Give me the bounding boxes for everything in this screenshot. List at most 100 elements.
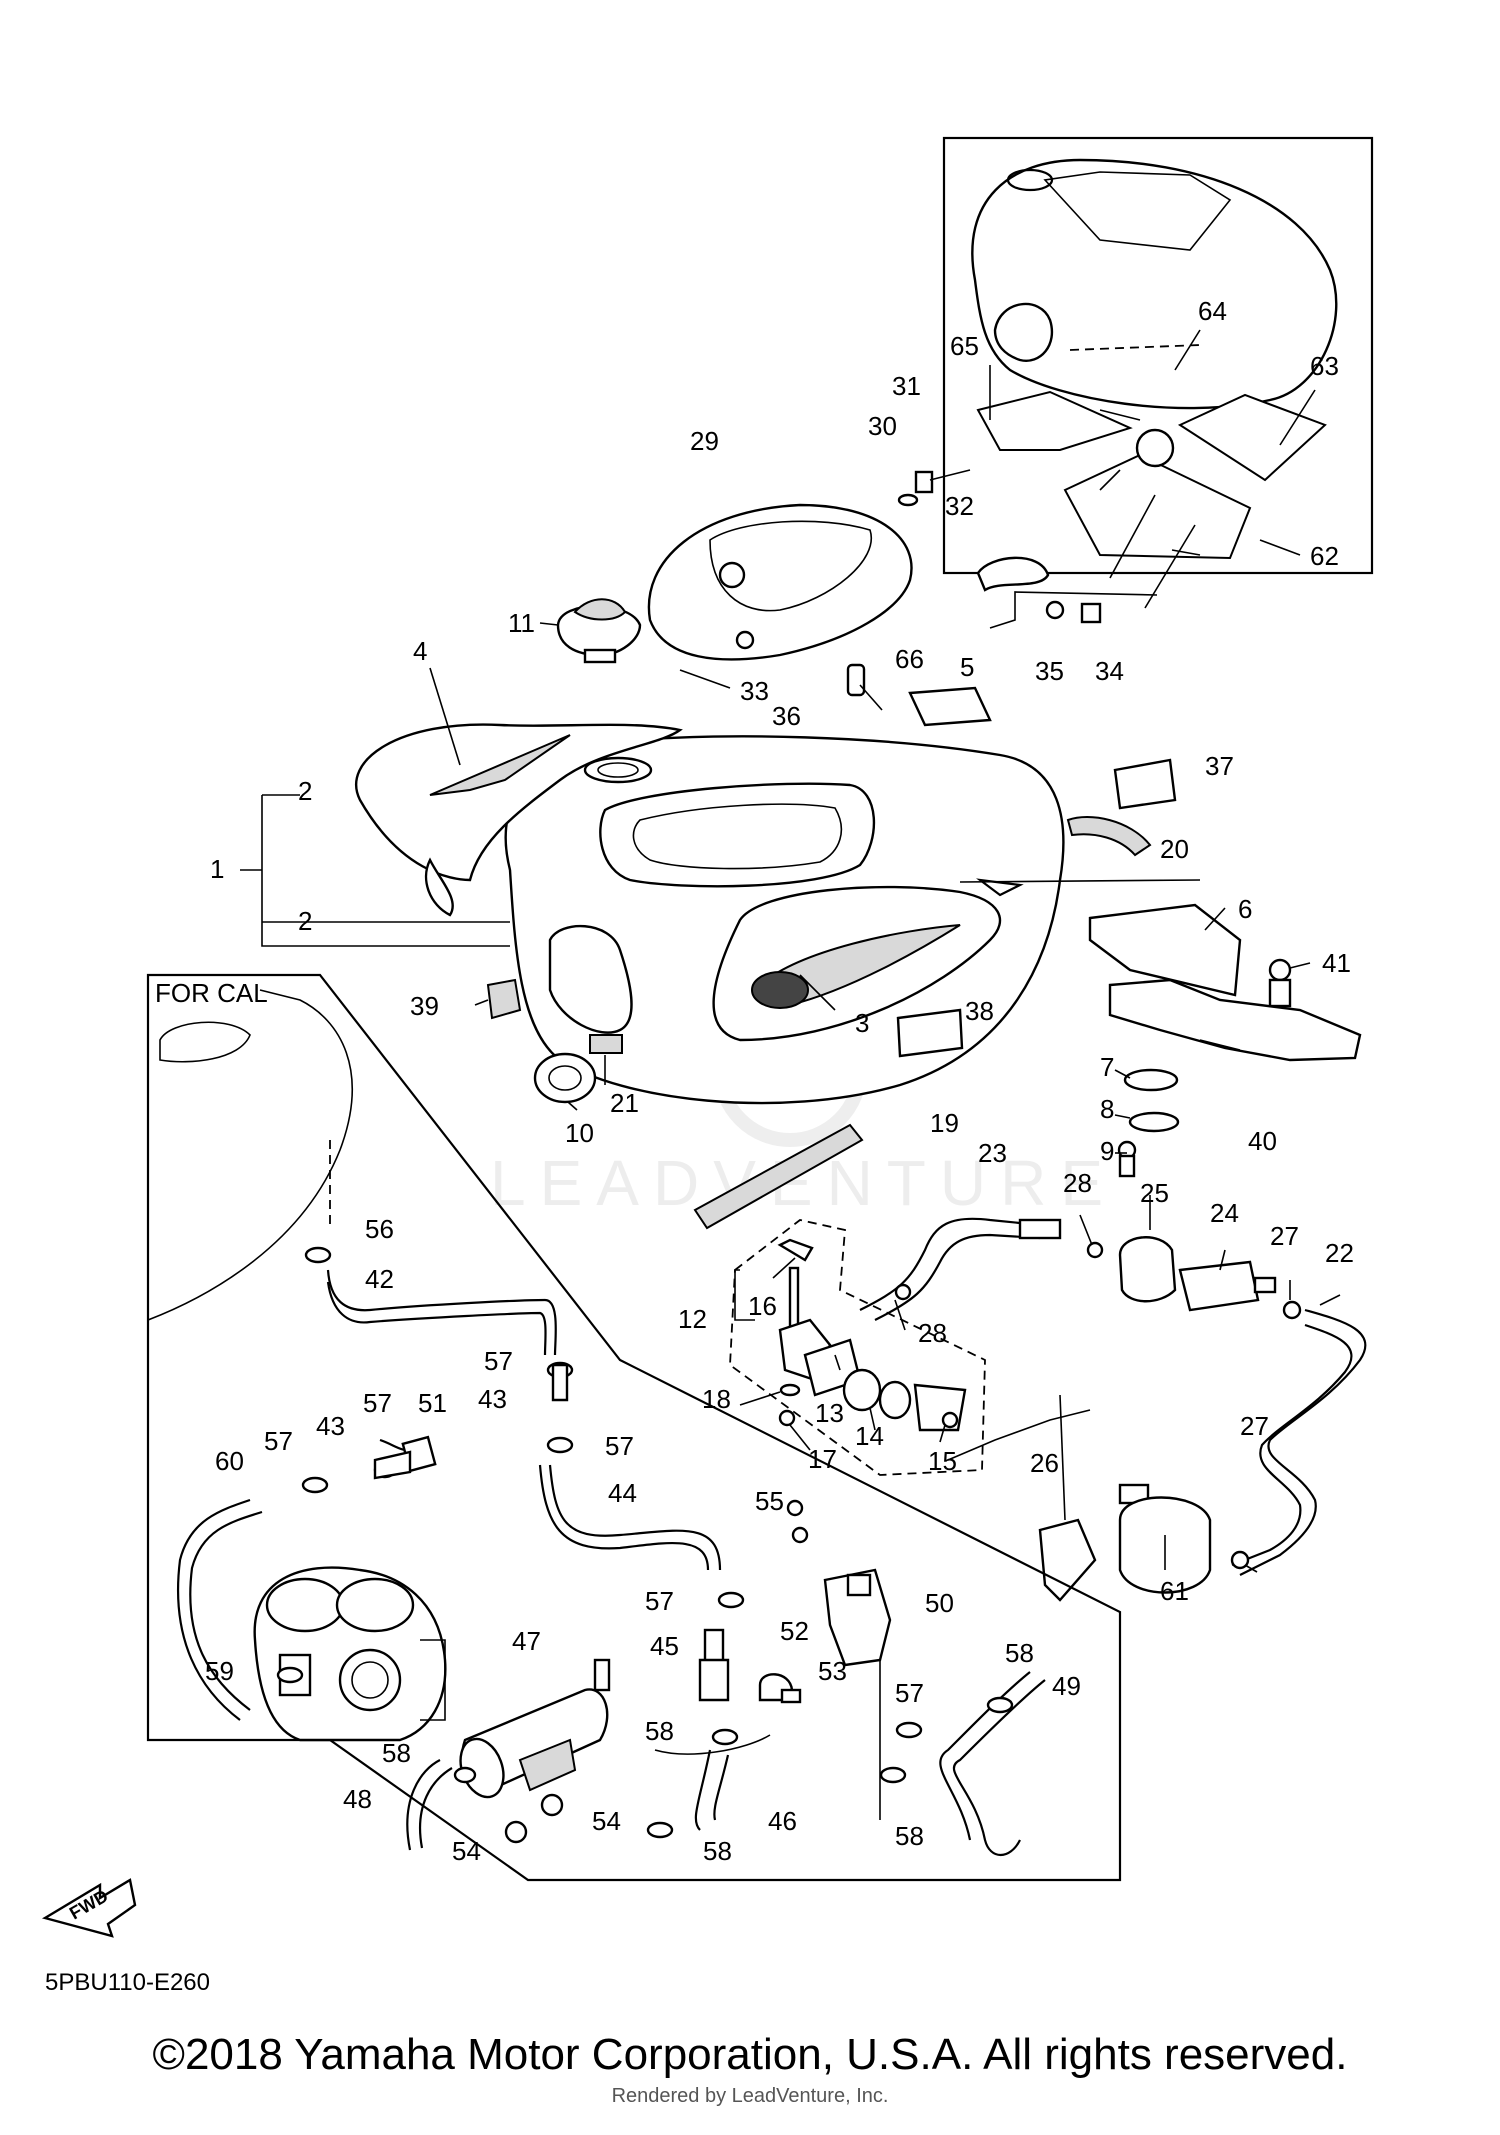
sealing-strip (693, 1123, 864, 1230)
callout-c6: 6 (1238, 894, 1252, 924)
callout-c21: 21 (610, 1088, 639, 1118)
callout-c53: 53 (818, 1656, 847, 1686)
callout-c66: 66 (895, 644, 924, 674)
callout-c7: 7 (1100, 1052, 1114, 1082)
callout-c10: 10 (565, 1118, 594, 1148)
callout-c9: 9 (1100, 1136, 1114, 1166)
callout-c57e: 57 (645, 1586, 674, 1616)
callout-c32: 32 (945, 491, 974, 521)
callout-c34: 34 (1095, 656, 1124, 686)
leader-lines (240, 329, 1341, 1573)
callout-c51: 51 (418, 1388, 447, 1418)
callout-c15: 15 (928, 1446, 957, 1476)
callout-c3: 3 (855, 1008, 869, 1038)
callout-c48: 48 (343, 1784, 372, 1814)
callout-c2b: 2 (298, 906, 312, 936)
callout-c22: 22 (1325, 1238, 1354, 1268)
callout-c43a: 43 (478, 1384, 507, 1414)
callout-c2a: 2 (298, 776, 312, 806)
callout-c52: 52 (780, 1616, 809, 1646)
callout-c39: 39 (410, 991, 439, 1021)
fuel-lines-right (859, 1217, 1367, 1602)
callout-c5: 5 (960, 652, 974, 682)
callout-c18: 18 (702, 1384, 731, 1414)
mounting-hardware (486, 978, 1180, 1178)
callout-c56: 56 (365, 1214, 394, 1244)
callout-c8: 8 (1100, 1094, 1114, 1124)
callout-c30: 30 (868, 411, 897, 441)
callout-c38: 38 (965, 996, 994, 1026)
callout-c65: 65 (950, 331, 979, 361)
callout-c36: 36 (772, 701, 801, 731)
tank-cover (647, 503, 913, 661)
for-cal-label: FOR CAL (155, 978, 268, 1008)
callout-c49: 49 (1052, 1671, 1081, 1701)
callout-c12: 12 (678, 1304, 707, 1334)
callout-c33: 33 (740, 676, 769, 706)
for-cal-region (146, 973, 1122, 1882)
callout-c54b: 54 (592, 1806, 621, 1836)
callout-c27a: 27 (1270, 1221, 1299, 1251)
copyright-notice: ©2018 Yamaha Motor Corporation, U.S.A. A… (152, 2030, 1348, 2079)
callout-c20: 20 (1160, 834, 1189, 864)
callout-c57a: 57 (484, 1346, 513, 1376)
callout-c42: 42 (365, 1264, 394, 1294)
callout-c50: 50 (925, 1588, 954, 1618)
callout-c58b: 58 (645, 1716, 674, 1746)
carburetor (253, 1566, 447, 1742)
side-decal-panel (354, 723, 683, 917)
callout-c57c: 57 (605, 1431, 634, 1461)
callout-c29: 29 (690, 426, 719, 456)
callout-c41: 41 (1322, 948, 1351, 978)
callout-c24: 24 (1210, 1198, 1239, 1228)
callout-c59: 59 (205, 1656, 234, 1686)
callout-c44: 44 (608, 1478, 637, 1508)
callout-c11: 11 (508, 608, 535, 638)
callout-c61: 61 (1160, 1576, 1189, 1606)
callout-c46: 46 (768, 1806, 797, 1836)
callout-c16: 16 (748, 1291, 777, 1321)
diagram-code: 5PBU110-E260 (45, 1969, 210, 1996)
fuel-tank (504, 735, 1065, 1105)
rear-bracket (1088, 903, 1362, 1062)
fuel-cock (729, 1219, 986, 1476)
callout-c37: 37 (1205, 751, 1234, 781)
fwd-arrow-icon: FWD (41, 1878, 137, 1938)
callout-c40: 40 (1248, 1126, 1277, 1156)
callout-c28a: 28 (1063, 1168, 1092, 1198)
fuel-cap (556, 598, 642, 664)
callout-c57d: 57 (264, 1426, 293, 1456)
callout-c19: 19 (930, 1108, 959, 1138)
callout-c4: 4 (413, 636, 427, 666)
callout-c64: 64 (1198, 296, 1227, 326)
callout-labels: 1 2 2 3 4 5 6 7 8 9 10 11 12 13 14 15 16… (205, 296, 1354, 1866)
callout-c55: 55 (755, 1486, 784, 1516)
callout-c57b: 57 (363, 1388, 392, 1418)
callout-c54a: 54 (452, 1836, 481, 1866)
callout-c1: 1 (210, 854, 224, 884)
callout-c58d: 58 (703, 1836, 732, 1866)
rendered-by-credit: Rendered by LeadVenture, Inc. (611, 2085, 889, 2107)
callout-c47: 47 (512, 1626, 541, 1656)
callout-c60: 60 (215, 1446, 244, 1476)
callout-c45: 45 (650, 1631, 679, 1661)
callout-c25: 25 (1140, 1178, 1169, 1208)
charcoal-canister (459, 1658, 611, 1844)
tank-pads (846, 663, 1177, 1058)
callout-c26: 26 (1030, 1448, 1059, 1478)
callout-c14: 14 (855, 1421, 884, 1451)
callout-c31: 31 (892, 371, 921, 401)
callout-c35: 35 (1035, 656, 1064, 686)
callout-c28b: 28 (918, 1318, 947, 1348)
callout-c27b: 27 (1240, 1411, 1269, 1441)
callout-c62: 62 (1310, 541, 1339, 571)
callout-c23: 23 (978, 1138, 1007, 1168)
underside-inset (942, 136, 1374, 575)
hose-clips (276, 1246, 1014, 1839)
callout-c58e: 58 (895, 1821, 924, 1851)
callout-c58a: 58 (1005, 1638, 1034, 1668)
vacuum-valves (698, 1499, 892, 1704)
evap-hoses (176, 1269, 1046, 1857)
cover-bolts (897, 470, 1102, 624)
